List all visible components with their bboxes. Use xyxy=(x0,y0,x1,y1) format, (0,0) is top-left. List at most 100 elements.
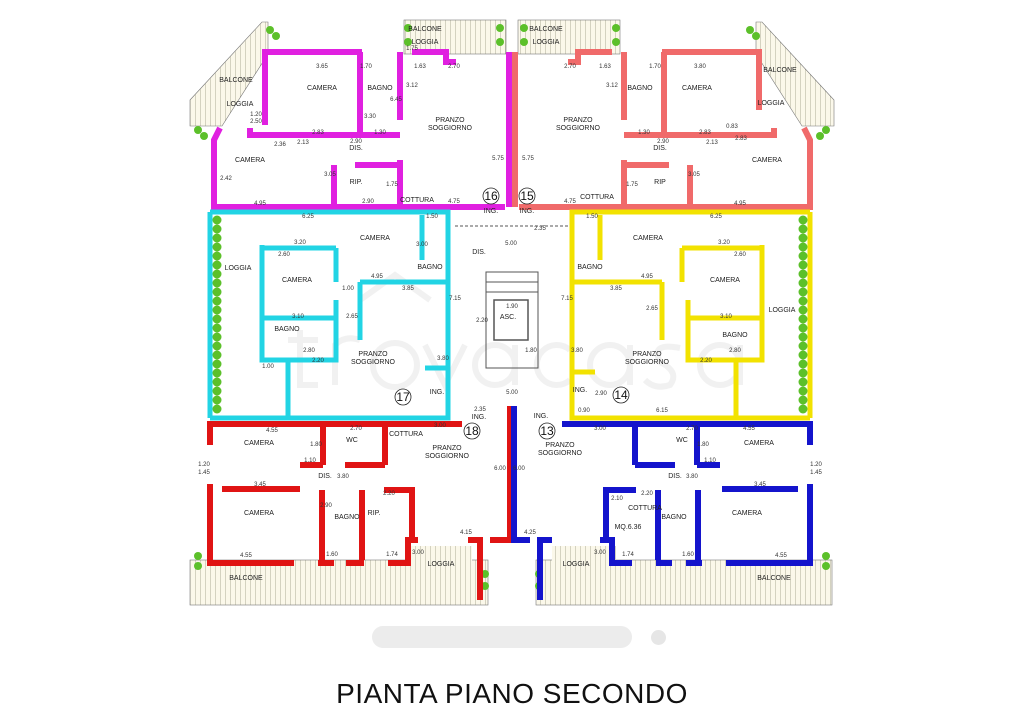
room-label-line: COTTURA xyxy=(628,505,662,512)
dimension-label: 2.13 xyxy=(297,140,309,146)
dimension-label: 1.45 xyxy=(810,470,822,476)
dimension-label: 2.20 xyxy=(476,318,488,324)
dimension-label: 3.00 xyxy=(594,426,606,432)
room-label-line: LOGGIA xyxy=(563,561,590,568)
dimension-label: 3.45 xyxy=(254,482,266,488)
dimension-label: 2.70 xyxy=(686,426,698,432)
room-label-line: BALCONE xyxy=(408,26,442,33)
dimension-label: 1.74 xyxy=(622,552,634,558)
dimension-label: 1.63 xyxy=(414,64,426,70)
dimension-label: 2.80 xyxy=(303,348,315,354)
room-label: WC xyxy=(346,437,358,444)
dimension-label: 7.15 xyxy=(449,296,461,302)
room-label: CAMERA xyxy=(710,277,740,284)
room-label: CAMERA xyxy=(307,85,337,92)
room-label-line: WC xyxy=(346,437,358,444)
room-label-line: BALCONE xyxy=(219,77,253,84)
plant-icon xyxy=(404,24,412,32)
room-label: LOGGIA xyxy=(225,265,252,272)
room-label-line: PRANZO xyxy=(563,117,593,124)
stairs xyxy=(485,271,539,369)
plant-icon xyxy=(612,24,620,32)
room-label-line: PRANZO xyxy=(432,445,462,452)
room-label-line: DIS. xyxy=(653,145,667,152)
room-label-line: DIS. xyxy=(318,473,332,480)
plan-title: PIANTA PIANO SECONDO xyxy=(336,678,688,709)
plant-icon xyxy=(798,323,808,333)
plant-icon xyxy=(798,368,808,378)
unit-number: 18 xyxy=(465,424,479,438)
scroll-dot xyxy=(651,630,666,645)
dimension-label: 3.80 xyxy=(694,64,706,70)
dimension-label: 2.90 xyxy=(350,139,362,145)
room-label: ING. xyxy=(534,413,548,420)
dimension-label: 1.50 xyxy=(586,214,598,220)
plant-icon xyxy=(798,341,808,351)
balcony-diagonal-right xyxy=(755,21,835,127)
room-label: ING. xyxy=(472,414,486,421)
dimension-label: 5.00 xyxy=(505,241,517,247)
dimension-label: 3.00 xyxy=(594,550,606,556)
plant-icon xyxy=(798,224,808,234)
unit-number-circle xyxy=(463,422,481,440)
room-label-line: BALCONE xyxy=(229,575,263,582)
plants xyxy=(194,24,830,590)
room-label: LOGGIA xyxy=(533,39,560,46)
room-label: BALCONE xyxy=(408,26,442,33)
plant-icon xyxy=(746,26,754,34)
plant-icon xyxy=(212,377,222,387)
dimension-label: 6.25 xyxy=(302,214,314,220)
room-label: BAGNO xyxy=(722,332,748,339)
room-label-line: BALCONE xyxy=(757,575,791,582)
dimension-label: 3.80 xyxy=(571,348,583,354)
dimension-label: 6.25 xyxy=(710,214,722,220)
dimension-label: 3.05 xyxy=(324,172,336,178)
room-label: ING. xyxy=(484,208,498,215)
room-label: LOGGIA xyxy=(563,561,590,568)
dimension-label: 1.80 xyxy=(525,348,537,354)
room-label-line: ING. xyxy=(534,413,548,420)
dimension-label: 2.83 xyxy=(312,130,324,136)
room-label: RIP xyxy=(654,179,666,186)
dimension-label: 3.05 xyxy=(688,172,700,178)
room-label-line: PRANZO xyxy=(358,351,388,358)
room-label-line: BAGNO xyxy=(334,514,360,521)
room-label: CAMERA xyxy=(360,235,390,242)
room-label: DIS. xyxy=(349,145,363,152)
plant-icon xyxy=(212,305,222,315)
room-label-line: LOGGIA xyxy=(533,39,560,46)
loggia-bottom-left xyxy=(408,546,472,562)
room-label-line: LOGGIA xyxy=(227,101,254,108)
dimension-label: 4.25 xyxy=(524,530,536,536)
room-label-line: BAGNO xyxy=(661,514,687,521)
dimension-label: 3.65 xyxy=(316,64,328,70)
room-label: MQ.6.36 xyxy=(615,524,642,531)
unit-number-circle xyxy=(482,187,500,205)
room-label: BAGNO xyxy=(417,264,443,271)
room-label-line: PRANZO xyxy=(435,117,465,124)
room-label: ING. xyxy=(520,208,534,215)
plant-icon xyxy=(798,287,808,297)
dimension-label: 6.00 xyxy=(513,466,525,472)
dimension-label: 2.36 xyxy=(274,142,286,148)
room-label-line: BALCONE xyxy=(763,67,797,74)
dimension-label: 2.20 xyxy=(312,358,324,364)
dimension-label: 2.83 xyxy=(735,136,747,142)
room-label-line: RIP xyxy=(654,179,666,186)
plant-icon xyxy=(212,323,222,333)
room-label-line: BALCONE xyxy=(529,26,563,33)
dimension-label: 2.70 xyxy=(564,64,576,70)
room-label-line: COTTURA xyxy=(580,194,614,201)
room-label-line: LOGGIA xyxy=(412,39,439,46)
plant-icon xyxy=(212,215,222,225)
dimension-label: 3.10 xyxy=(292,314,304,320)
room-label-line: PRANZO xyxy=(545,442,575,449)
plant-icon xyxy=(822,126,830,134)
room-label: COTTURA xyxy=(389,431,423,438)
room-label: COTTURA xyxy=(400,197,434,204)
room-label: LOGGIA xyxy=(769,307,796,314)
room-label-line: ING. xyxy=(472,414,486,421)
